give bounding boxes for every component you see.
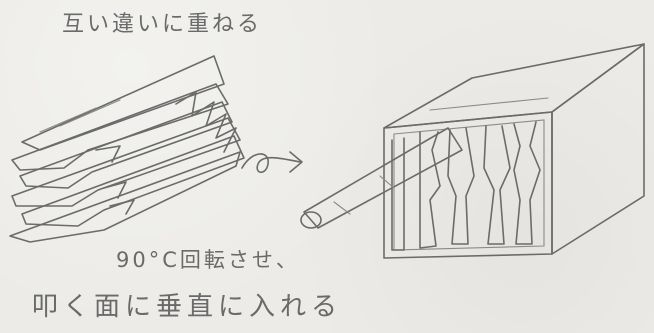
sheet-1 (21, 55, 225, 151)
staggered-sheet-stack (9, 55, 245, 243)
inserted-strip (303, 127, 463, 229)
sheet-6 (9, 151, 241, 243)
rotate-instruction-caption: 90°C回転させ、 (116, 248, 300, 272)
sheet-4 (11, 117, 241, 207)
box-with-inserted-sheets (300, 43, 645, 259)
curly-right-arrow-icon (241, 151, 303, 174)
stack-instruction-caption: 互い違いに重ねる (62, 12, 263, 37)
box-top-face (383, 43, 645, 129)
sheet-5 (21, 135, 245, 227)
box-side-face (551, 43, 645, 255)
sheet-2 (11, 83, 229, 171)
insert-instruction-caption: 叩く面に垂直に入れる (32, 292, 343, 322)
sheet-3 (19, 101, 233, 189)
